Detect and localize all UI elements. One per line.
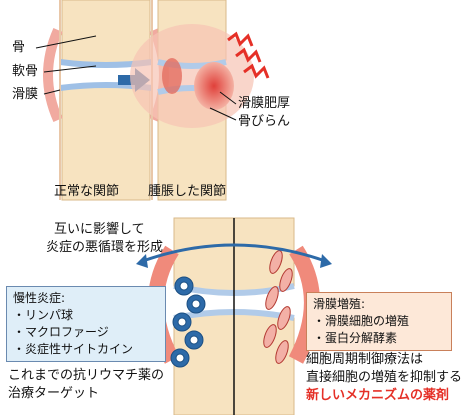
caption-normal-joint: 正常な関節 [54,184,120,199]
list-item: ・リンパ球 [13,308,74,322]
label-synovium: 滑膜 [12,87,39,102]
right-note-line2: 直接細胞の増殖を抑制する [306,370,463,385]
left-note-line1: これまでの抗リウマチ薬の [8,368,165,383]
chronic-inflammation-box: 慢性炎症: ・リンパ球 ・マクロファージ ・炎症性サイトカイン [6,286,166,362]
immune-cells [170,276,206,368]
swollen-joint [130,0,254,201]
list-item: ・滑膜細胞の増殖 [313,314,410,328]
label-bone: 骨 [12,40,26,55]
left-note-line2: 治療ターゲット [8,386,100,401]
label-lines [35,35,237,121]
synovial-proliferation-title: 滑膜増殖: [313,297,366,311]
caption-swollen-joint: 腫脹した関節 [148,184,227,199]
list-item: ・炎症性サイトカイン [13,342,134,356]
pain-icon [227,31,270,79]
right-note-line1: 細胞周期制御療法は [306,352,424,367]
chronic-inflammation-title: 慢性炎症: [13,291,66,305]
normal-joint [43,0,169,201]
list-item: ・蛋白分解酵素 [313,331,398,345]
list-item: ・マクロファージ [13,325,109,339]
label-synovial-thickening: 滑膜肥厚 [238,96,291,111]
synovial-cells [263,250,293,364]
label-pannus: 骨びらん [238,114,291,129]
interaction-arrow [139,243,329,264]
label-cartilage: 軟骨 [12,64,39,79]
interaction-note-line2: 炎症の悪循環を形成 [46,240,164,255]
interaction-note-line1: 互いに影響して [54,222,145,237]
highlight-new-mechanism: 新しいメカニズムの薬剤 [306,388,450,403]
synovial-proliferation-box: 滑膜増殖: ・滑膜細胞の増殖 ・蛋白分解酵素 [306,292,452,351]
